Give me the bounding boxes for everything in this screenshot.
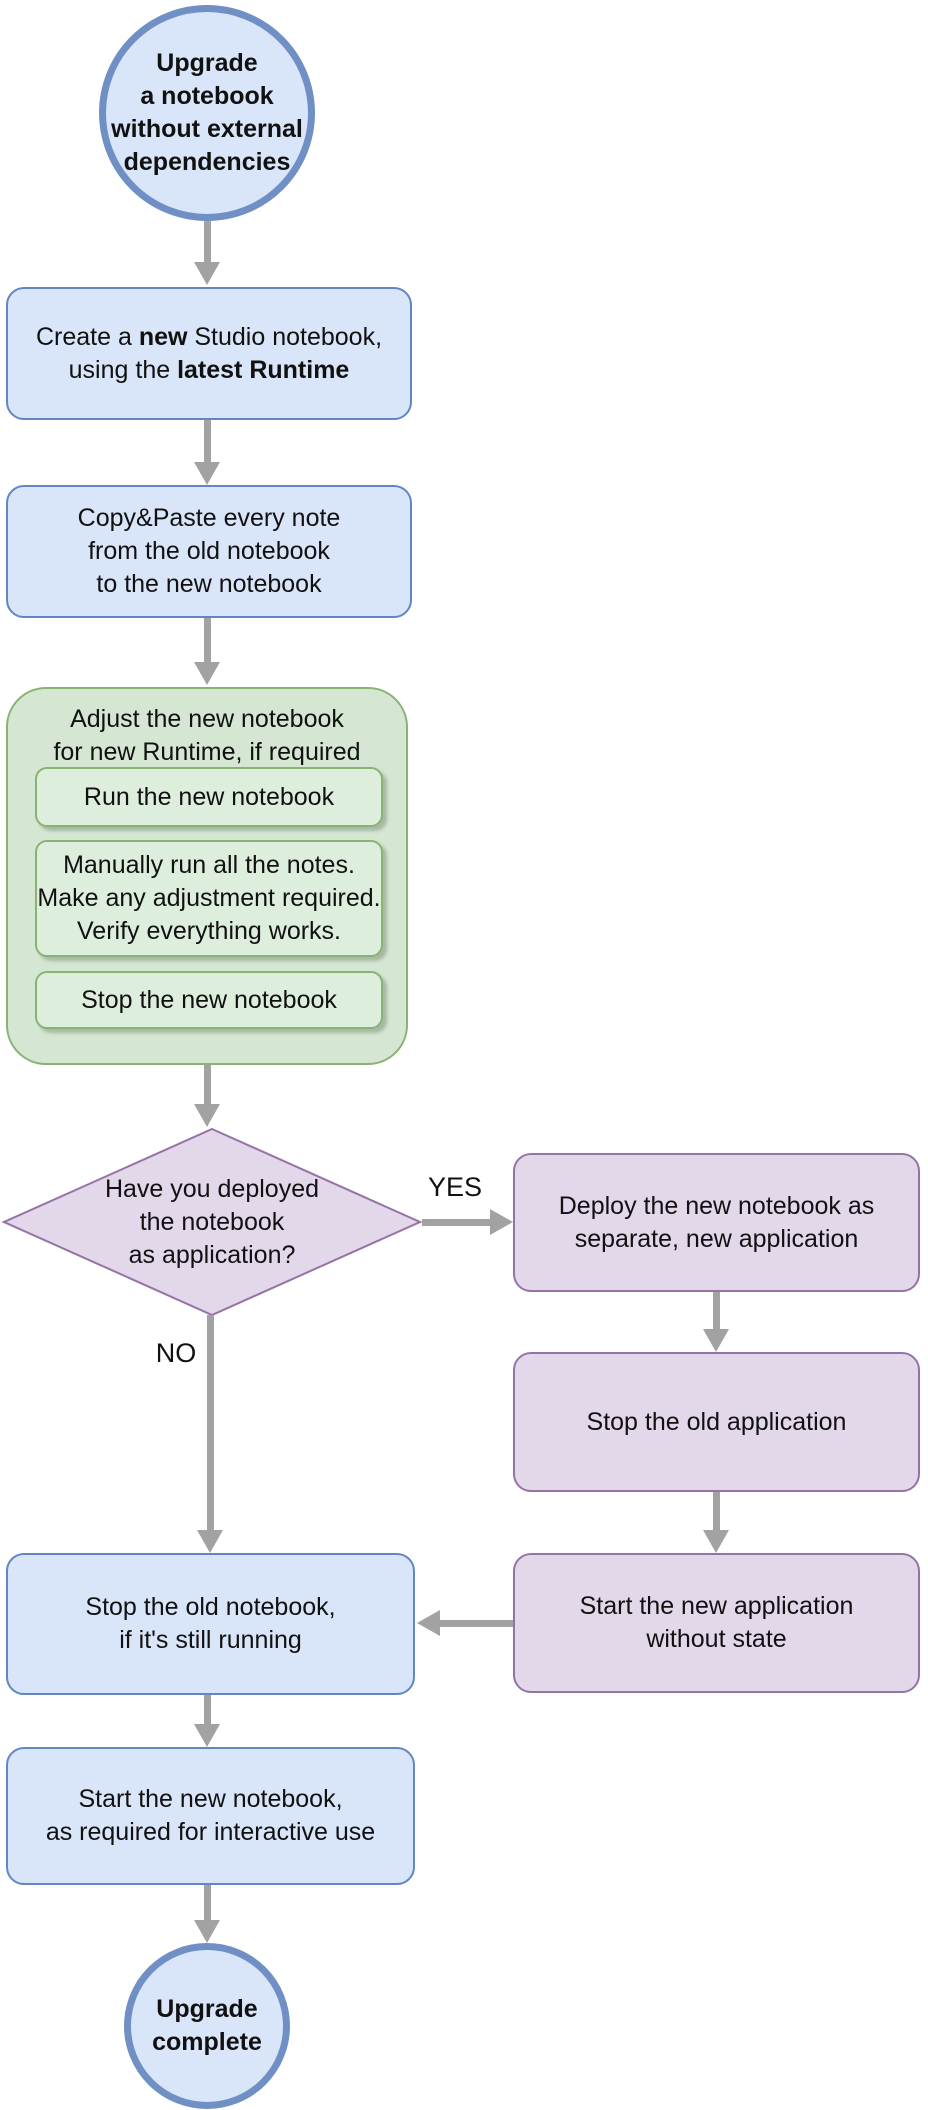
text-line: as application? [128,1240,296,1269]
arrowhead [703,1530,729,1553]
arrowhead [194,262,220,285]
arrowhead [703,1329,729,1352]
text-line: without state [646,1625,787,1653]
run-new-notebook-step: Run the new notebook [35,767,383,827]
arrow-shaft [203,1695,211,1724]
text-segment: Create a [35,322,139,351]
arrow-start-to-create [193,221,221,285]
arrowhead [417,1610,440,1636]
adjust-group-title: Adjust the new notebook for new Runtime,… [8,703,406,769]
manually-run-notes-step: Manually run all the notes. Make any adj… [35,840,383,957]
text-segment: Studio notebook, [187,322,383,351]
start-new-notebook-box: Start the new notebook, as required for … [6,1747,415,1885]
arrow-shaft [712,1492,720,1530]
text-line: the notebook [139,1207,285,1236]
text-line: Stop the old application [586,1407,847,1436]
arrow-stopnotebook-to-startnotebook [193,1695,221,1747]
arrow-copy-to-adjust [193,618,221,685]
text-line: Have you deployed [104,1174,320,1203]
text-line: Deploy the new notebook as [558,1191,875,1220]
text-line: Adjust the new notebook [70,705,344,733]
arrow-shaft [422,1218,490,1226]
text-line: to the new notebook [96,570,322,598]
text-line: separate, new application [574,1224,859,1253]
text-line: Verify everything works. [77,917,341,945]
arrow-shaft [203,420,211,462]
text-line: a notebook [140,82,274,110]
arrow-shaft [712,1292,720,1329]
text-line: for new Runtime, if required [53,738,361,766]
copy-paste-box: Copy&Paste every note from the old noteb… [6,485,412,618]
arrow-shaft [203,221,211,262]
arrowhead [194,1724,220,1747]
arrowhead [197,1530,223,1553]
start-new-app-box: Start the new application without state [513,1553,920,1693]
arrow-startapp-to-stopnotebook [417,1609,513,1637]
text-line: Stop the old notebook, [85,1593,336,1621]
text-line: Make any adjustment required. [37,884,381,912]
text-line: from the old notebook [88,537,330,565]
text-line: if it's still running [119,1626,302,1654]
arrowhead [194,1104,220,1127]
arrowhead [490,1209,513,1235]
arrow-shaft [203,1065,211,1104]
text-line: complete [152,2028,262,2056]
text-line: using the latest Runtime [69,354,350,387]
decision-diamond: Have you deployed the notebook as applic… [2,1127,422,1317]
text-line: without external [111,115,303,143]
arrow-adjust-to-decision [193,1065,221,1127]
stop-old-notebook-box: Stop the old notebook, if it's still run… [6,1553,415,1695]
text-line: dependencies [123,148,291,176]
text-line: Start the new notebook, [78,1785,343,1813]
yes-label: YES [427,1172,483,1202]
arrowhead [194,662,220,685]
deploy-new-app-box: Deploy the new notebook as separate, new… [513,1153,920,1292]
arrow-decision-yes [422,1208,513,1236]
arrow-startnotebook-to-complete [193,1885,221,1943]
create-notebook-box: Create a new Studio notebook, using the … [6,287,412,420]
arrow-deploy-to-stopapp [702,1292,730,1352]
text-line: Create a new Studio notebook, [36,321,382,354]
text-segment: using the [68,355,178,384]
text-line: Stop the new notebook [81,985,337,1014]
text-line: Copy&Paste every note [77,504,341,532]
text-line: Start the new application [579,1592,854,1620]
arrow-shaft [206,1315,214,1530]
arrowhead [194,462,220,485]
text-line: Upgrade [156,1995,258,2023]
arrow-shaft [203,618,211,662]
arrow-create-to-copy [193,420,221,485]
arrow-decision-no [196,1315,224,1553]
arrow-stopapp-to-startapp [702,1492,730,1553]
stop-new-notebook-step: Stop the new notebook [35,971,383,1029]
text-segment-bold: latest Runtime [177,355,350,384]
no-label: NO [155,1338,197,1368]
text-line: as required for interactive use [45,1818,376,1846]
text-segment-bold: new [138,322,188,351]
arrow-shaft [440,1619,513,1627]
text-line: Upgrade [156,49,258,77]
text-line: Manually run all the notes. [63,851,355,879]
text-line: Run the new notebook [83,782,335,811]
stop-old-app-box: Stop the old application [513,1352,920,1492]
start-circle: Upgrade a notebook without external depe… [99,5,315,221]
complete-circle: Upgrade complete [124,1943,290,2109]
arrowhead [194,1920,220,1943]
arrow-shaft [203,1885,211,1920]
